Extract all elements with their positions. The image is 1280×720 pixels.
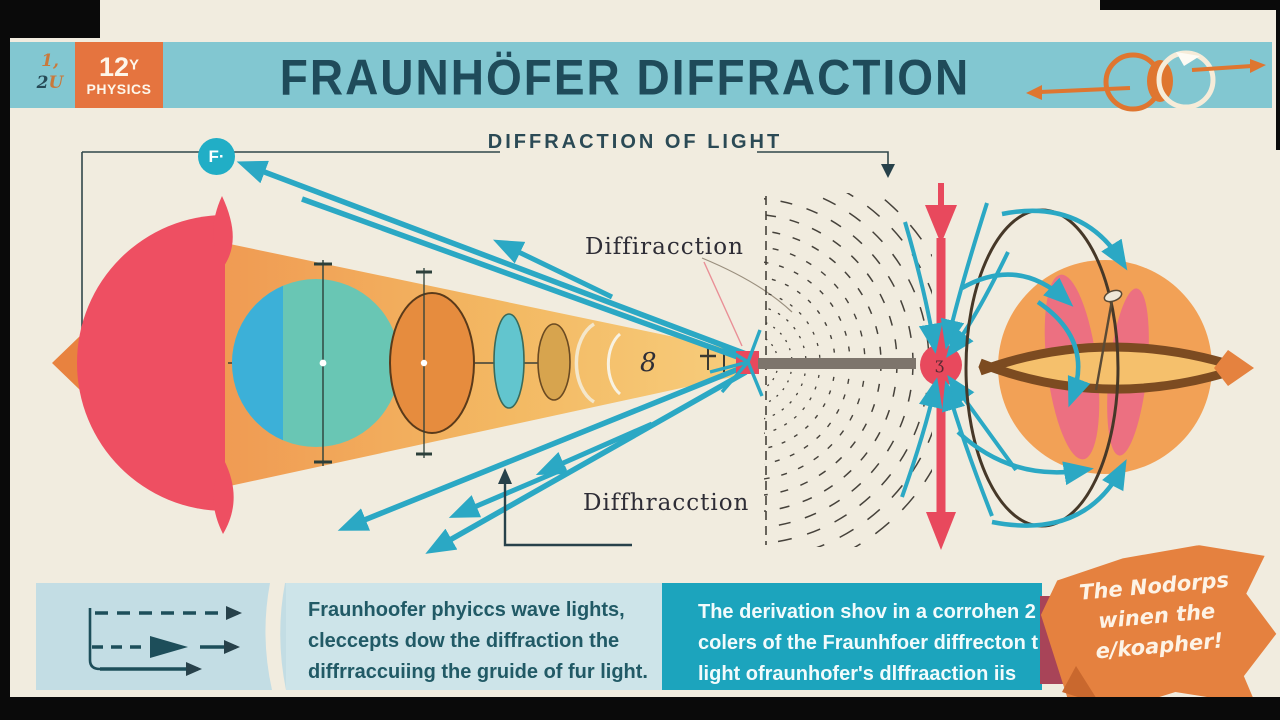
- mark-line1: 1,: [41, 51, 59, 71]
- focus-marker-badge: F·: [198, 138, 235, 175]
- caption-line: diffrraccuiing the gruide of fur light.: [308, 661, 648, 683]
- badge-subject: PHYSICS: [86, 80, 152, 97]
- caption-line: cleccepts dow the diffraction the: [308, 630, 620, 652]
- letterbox-bottom: [0, 697, 1280, 720]
- diffraction-label-top: Diffiracction: [585, 234, 744, 260]
- caption-line: colers of the Fraunhfoer diffrecton t: [698, 632, 1039, 654]
- diffraction-label-bottom: Diffhracction: [583, 490, 750, 516]
- label-connector-pink: [703, 261, 743, 347]
- channel-handwriting-mark: 1, 2U: [26, 50, 74, 102]
- aperture-circle-teal: [232, 279, 400, 447]
- cone-glyph: 8: [640, 348, 658, 378]
- aperture-ellipse-teal-small: [493, 313, 525, 409]
- subtitle-rules: [81, 151, 889, 340]
- letterbox-right: [1276, 0, 1280, 150]
- axis-diamond-left: [52, 336, 108, 390]
- diffraction-sphere: [956, 208, 1254, 528]
- ribbon-flag: The Nodorps winen the e/koapher!: [1031, 539, 1280, 720]
- arrow-legend-panel: [36, 583, 286, 690]
- mark-line2a: 2: [36, 73, 49, 93]
- letterbox-top-right: [1100, 0, 1280, 10]
- grade-badge: 12Y PHYSICS: [75, 42, 163, 108]
- red-lens-body: [77, 215, 225, 511]
- node-glyph: ʒ: [935, 354, 945, 373]
- letterbox-top-left: [0, 0, 100, 38]
- axis-bar: [758, 358, 916, 369]
- aperture-ellipse-orange: [389, 292, 475, 434]
- subtitle: DIFFRACTION OF LIGHT: [487, 131, 783, 153]
- main-title: FRAUNHÖFER DIFFRACTION: [279, 48, 971, 106]
- badge-grade-row: 12Y: [99, 53, 139, 81]
- aperture-ellipse-tan: [537, 323, 571, 401]
- caption-line: The derivation shov in a corrohen 2: [698, 601, 1036, 623]
- mark-line2b: U: [48, 73, 64, 93]
- badge-grade-sup: Y: [129, 57, 140, 75]
- caption-line: Fraunhoofer phyiccs wave lights,: [308, 599, 625, 621]
- caption-line: light ofraunhofer's dlffraaction iis: [698, 663, 1017, 685]
- header-band: [10, 42, 1272, 108]
- letterbox-left: [0, 0, 10, 720]
- corner-arrowhead: [881, 164, 895, 178]
- caption-panel-left: Fraunhoofer phyiccs wave lights, cleccep…: [286, 583, 662, 690]
- node-flow-arrows: [900, 202, 1018, 517]
- caption-panel-right: The derivation shov in a corrohen 2 cole…: [662, 583, 1042, 690]
- light-cone: [225, 243, 746, 487]
- label-connector: [701, 257, 793, 313]
- focal-point: [709, 329, 764, 397]
- badge-grade: 12: [98, 52, 130, 83]
